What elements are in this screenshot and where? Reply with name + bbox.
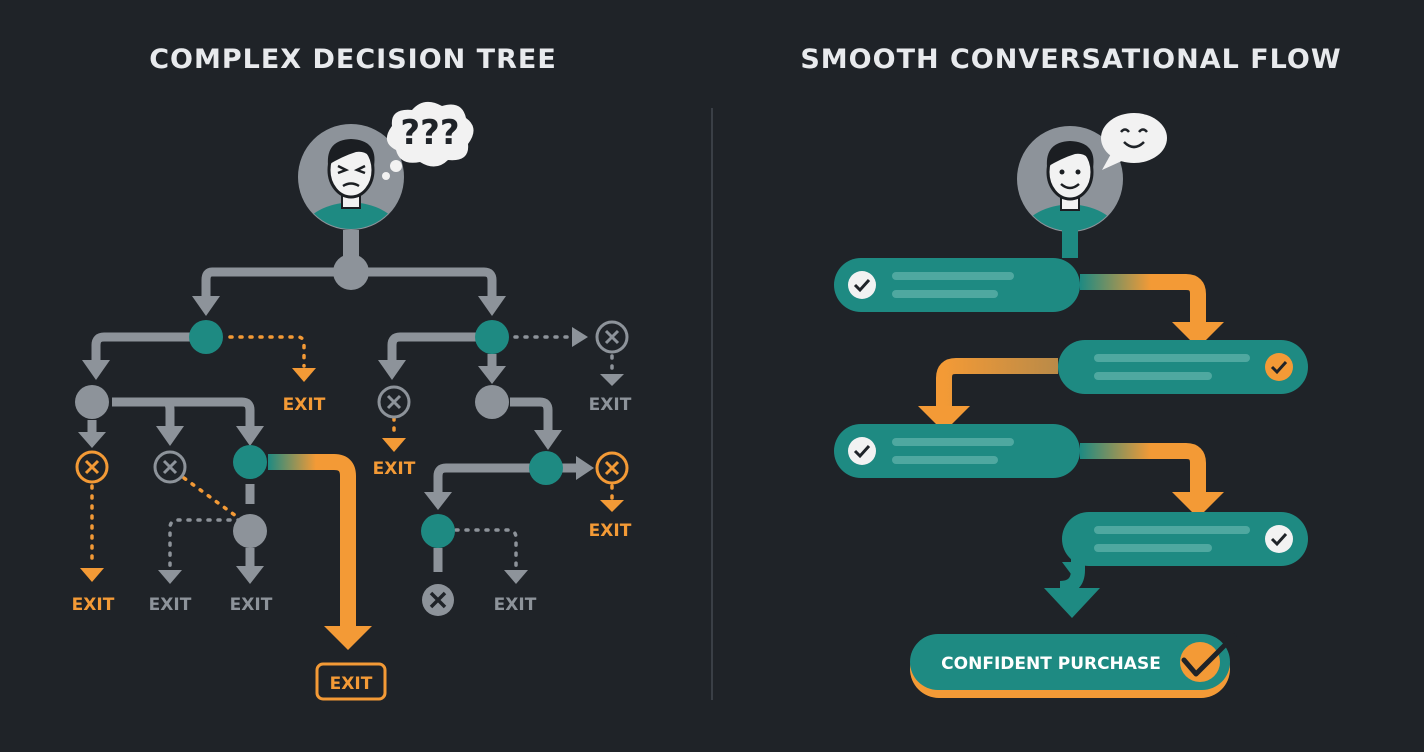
x-circle-icon xyxy=(153,450,187,484)
exit-label: EXIT xyxy=(589,395,632,415)
check-icon xyxy=(848,271,876,299)
exit-label: EXIT xyxy=(283,395,326,415)
flow-bubble xyxy=(834,424,1080,478)
exit-label: EXIT xyxy=(149,595,192,615)
confident-purchase-badge: CONFIDENT PURCHASE xyxy=(910,633,1237,698)
confused-person-icon xyxy=(298,124,404,230)
flow-bubble xyxy=(834,258,1080,312)
thought-bubble-text: ??? xyxy=(400,113,459,153)
panel-divider xyxy=(711,108,713,700)
happy-person-icon xyxy=(1017,126,1123,232)
exit-label: EXIT xyxy=(494,595,537,615)
confident-purchase-label: CONFIDENT PURCHASE xyxy=(941,654,1161,674)
x-circle-icon xyxy=(422,584,454,616)
tree-nodes xyxy=(75,254,563,548)
x-circle-icon xyxy=(595,451,629,485)
thought-bubble-icon: ??? xyxy=(382,101,474,180)
exit-label: EXIT xyxy=(72,595,115,615)
x-circle-icon xyxy=(595,320,629,354)
decision-tree: ??? xyxy=(72,101,632,701)
conversational-flow: CONFIDENT PURCHASE xyxy=(834,113,1308,698)
x-circle-icon xyxy=(75,450,109,484)
exit-label: EXIT xyxy=(589,521,632,541)
exit-label: EXIT xyxy=(230,595,273,615)
exit-label: EXIT xyxy=(373,459,416,479)
final-exit-label: EXIT xyxy=(330,674,373,694)
check-icon xyxy=(1265,353,1293,381)
check-icon xyxy=(848,437,876,465)
check-icon xyxy=(1180,633,1237,682)
flow-bubble xyxy=(1058,340,1308,394)
x-circle-icon xyxy=(377,385,411,419)
left-panel-title: COMPLEX DECISION TREE xyxy=(149,44,557,75)
final-exit-box: EXIT xyxy=(315,662,387,701)
check-icon xyxy=(1265,525,1293,553)
smile-bubble-icon xyxy=(1101,113,1167,170)
right-panel-title: SMOOTH CONVERSATIONAL FLOW xyxy=(800,44,1342,75)
flow-bubble xyxy=(1062,512,1308,566)
